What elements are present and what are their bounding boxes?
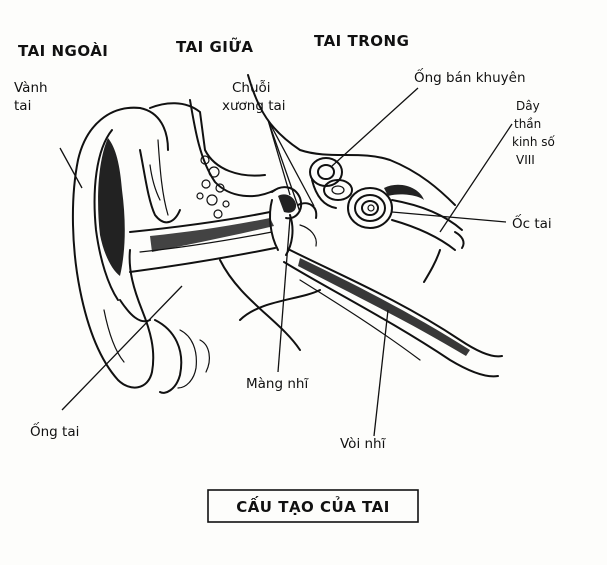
leader-eustachian [373, 309, 389, 437]
eustachian-tube-drawing [283, 249, 503, 378]
label-nerve-line3: kinh số [512, 135, 556, 149]
temporal-bone-drawing [139, 74, 456, 394]
label-pinna-line1: Vành [14, 80, 48, 96]
label-semicircular-canals: Ống bán khuyên [414, 67, 526, 86]
label-eardrum: Màng nhĩ [246, 376, 309, 392]
label-pinna-line2: tai [14, 98, 31, 114]
label-eustachian-tube: Vòi nhĩ [340, 436, 387, 452]
leader-nerve [439, 123, 513, 233]
label-ear-canal: Ống tai [30, 421, 79, 440]
leader-semicircular [331, 87, 419, 167]
diagram-caption: CẤU TẠO CỦA TAI [236, 495, 390, 516]
ear-canal-drawing [129, 211, 276, 273]
inner-ear-drawing [309, 157, 465, 283]
label-nerve-line4: VIII [516, 153, 535, 167]
header-inner-ear: TAI TRONG [314, 32, 409, 50]
label-nerve-line1: Dây [516, 99, 540, 113]
header-outer-ear: TAI NGOÀI [18, 41, 108, 60]
leader-cochlea [391, 211, 507, 223]
leader-ossicles-3 [267, 119, 315, 207]
label-nerve-line2: thần [514, 117, 541, 131]
label-cochlea: Ốc tai [512, 213, 552, 232]
leader-ossicles-2 [267, 119, 301, 213]
caption-frame [207, 489, 419, 523]
leader-lines [59, 87, 513, 437]
header-middle-ear: TAI GIỮA [176, 37, 254, 56]
leader-ear-canal [61, 285, 183, 411]
label-ossicles-line2: xương tai [222, 98, 286, 114]
leader-eardrum [277, 217, 291, 373]
leader-pinna [59, 147, 83, 189]
label-ossicles-line1: Chuỗi [232, 79, 271, 96]
